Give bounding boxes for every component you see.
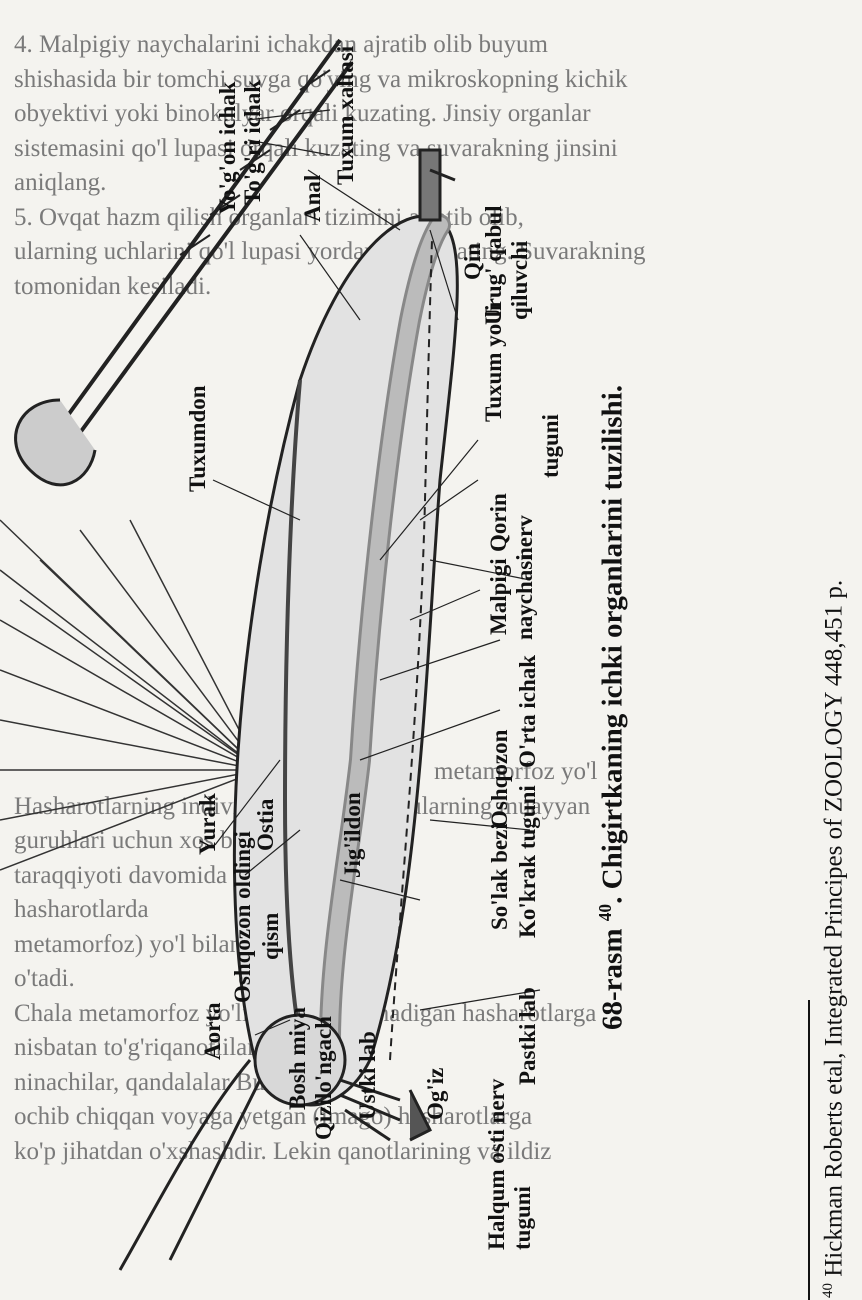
caption-footnote-ref: 40 xyxy=(595,904,615,921)
label-aorta: Aorta xyxy=(200,1003,226,1060)
label-brain: Bosh miya xyxy=(285,1007,311,1110)
label-ostia: Ostia xyxy=(253,799,279,851)
body-outline xyxy=(234,216,457,1105)
label-heart: Yurak xyxy=(195,793,221,855)
caption-text: . Chigirtkaning ichki organlarini tuzili… xyxy=(597,385,629,904)
footnote-number: 40 xyxy=(820,1283,836,1298)
footnote: 40 Hickman Roberts etal, Integrated Prin… xyxy=(820,580,848,1298)
label-mouth: Og'iz xyxy=(423,1068,449,1120)
label-labium: Pastki lab xyxy=(515,987,541,1085)
label-foregut: Oshqozon oldingi xyxy=(230,831,256,1003)
antenna xyxy=(120,1060,250,1270)
caption-number: 68-rasm xyxy=(597,929,629,1030)
label-rectum: To'g'ri ichak xyxy=(240,80,266,205)
label-malpighian: Malpigi xyxy=(486,558,512,635)
label-midgut: O'rta ichak xyxy=(515,655,541,768)
label-anus: Anal xyxy=(300,175,326,222)
label-ovipositor-sac: Tuxum xaltasi xyxy=(333,46,359,185)
label-abdominal-nerve: Qorin xyxy=(486,493,512,552)
label-foregut-2: qism xyxy=(258,913,284,960)
label-salivary-gland: So'lak bezi xyxy=(487,823,513,930)
footnote-rule xyxy=(808,1000,810,1300)
label-esophagus: Qizilo'ngach xyxy=(311,1016,337,1140)
label-seminal-receptacle-2: qiluvchi xyxy=(507,241,533,320)
label-seminal-receptacle: Urug' qabul xyxy=(481,205,507,325)
label-malpighian-2: naychasi xyxy=(512,554,538,640)
figure-caption: 68-rasm 40. Chigirtkaning ichki organlar… xyxy=(595,385,630,1030)
footnote-text: Hickman Roberts etal, Integrated Princip… xyxy=(820,580,847,1277)
label-thoracic-ganglion: Ko'krak tuguni xyxy=(515,785,541,938)
label-subesophageal-ganglion: Halqum osti nerv xyxy=(484,1079,510,1250)
label-large-intestine: Yo'g'on ichak xyxy=(215,81,241,215)
label-ovary: Tuxumdon xyxy=(185,385,211,492)
label-gastric-caeca: Oshqozon xyxy=(487,730,513,828)
label-crop: Jig'ildon xyxy=(340,792,366,878)
label-subesophageal-ganglion-2: tuguni xyxy=(510,1186,536,1250)
label-abdominal-nerve-3: tuguni xyxy=(538,414,564,478)
label-labrum: Ustki lab xyxy=(355,1031,381,1120)
wing-rays xyxy=(0,520,260,870)
